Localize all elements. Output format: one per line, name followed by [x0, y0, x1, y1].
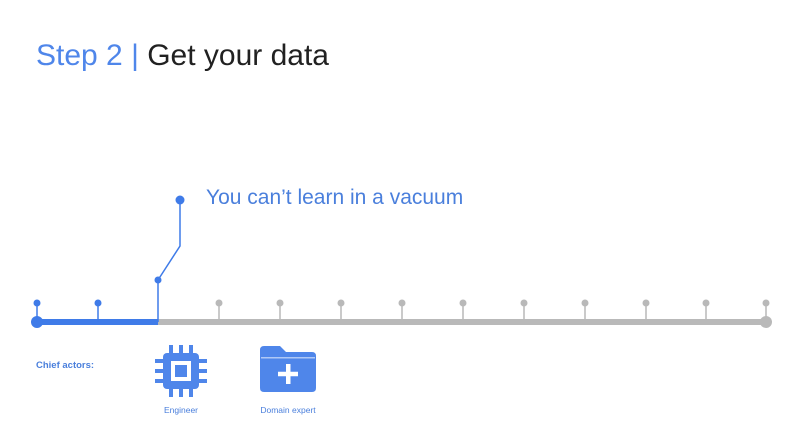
- timeline-tick-13: [762, 299, 770, 322]
- timeline-tick-6: [337, 299, 345, 322]
- chief-actors-label: Chief actors:: [36, 360, 95, 371]
- timeline-tick-11: [642, 299, 650, 322]
- chip-icon: [155, 345, 207, 397]
- actor-caption-engineer: Engineer: [163, 405, 199, 415]
- title-separator: |: [131, 39, 139, 72]
- folder-add-icon: [260, 346, 316, 392]
- actor-caption-domain-expert: Domain expert: [260, 405, 316, 415]
- timeline-tick-2: [94, 299, 102, 322]
- callout-text: You can’t learn in a vacuum: [206, 186, 464, 209]
- timeline-tick-4: [215, 299, 223, 322]
- step-number: Step 2: [36, 39, 123, 72]
- timeline-tick-7: [398, 299, 406, 322]
- step-title: Get your data: [147, 39, 329, 72]
- timeline-tick-1: [33, 299, 41, 322]
- timeline-tick-5: [276, 299, 284, 322]
- timeline-tick-10: [581, 299, 589, 322]
- timeline-tick-8: [459, 299, 467, 322]
- timeline-tick-12: [702, 299, 710, 322]
- page-title: Step 2 | Get your data: [36, 36, 329, 76]
- timeline-tick-current: [154, 195, 185, 322]
- timeline-tick-9: [520, 299, 528, 322]
